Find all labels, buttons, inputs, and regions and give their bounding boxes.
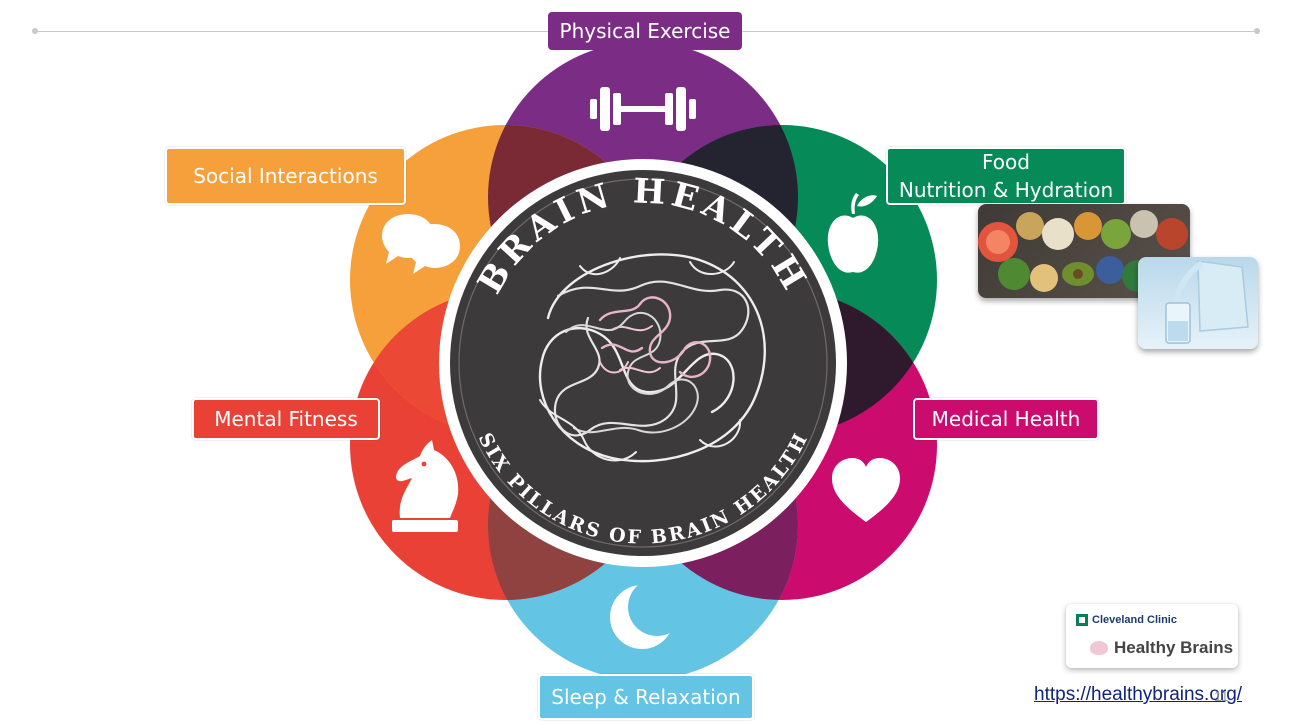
page-number: 11 bbox=[1214, 688, 1229, 704]
label-social-interactions-text: Social Interactions bbox=[193, 164, 378, 188]
center-badge bbox=[450, 170, 836, 556]
label-physical-exercise: Physical Exercise bbox=[548, 12, 742, 50]
brain-scribble-icon bbox=[538, 253, 766, 463]
water-photo bbox=[1138, 257, 1258, 349]
speech-bubbles-icon bbox=[382, 214, 460, 274]
logo-program-name: Healthy Brains bbox=[1114, 638, 1234, 657]
heart-icon bbox=[832, 458, 900, 522]
water-pitcher-image bbox=[1165, 260, 1249, 344]
label-medical-health-text: Medical Health bbox=[931, 407, 1081, 431]
cleveland-clinic-icon bbox=[1076, 614, 1088, 626]
label-sleep-relaxation-text: Sleep & Relaxation bbox=[551, 685, 741, 709]
divider-dot-left bbox=[32, 28, 38, 34]
label-mental-fitness: Mental Fitness bbox=[192, 398, 380, 440]
logo-org-name: Cleveland Clinic bbox=[1092, 614, 1177, 626]
cleveland-clinic-mark: Cleveland Clinic bbox=[1076, 614, 1177, 626]
apple-icon bbox=[827, 193, 879, 273]
chess-knight-icon bbox=[392, 440, 459, 532]
healthybrains-link[interactable]: https://healthybrains.org/ bbox=[1034, 684, 1243, 705]
label-physical-exercise-text: Physical Exercise bbox=[559, 19, 731, 43]
label-food: Food Nutrition & Hydration bbox=[886, 147, 1126, 205]
label-food-title: Food bbox=[982, 150, 1030, 174]
brain-logo-icon bbox=[1090, 641, 1108, 655]
label-food-subtitle: Nutrition & Hydration bbox=[898, 178, 1114, 202]
dumbbell-icon bbox=[590, 87, 696, 131]
label-social-interactions: Social Interactions bbox=[165, 147, 406, 205]
divider-dot-right bbox=[1254, 28, 1260, 34]
moon-icon bbox=[610, 578, 686, 649]
healthy-brains-mark: Healthy Brains bbox=[1090, 638, 1233, 658]
label-sleep-relaxation: Sleep & Relaxation bbox=[538, 674, 754, 720]
healthy-brains-logo: Cleveland Clinic Healthy Brains bbox=[1066, 604, 1238, 668]
label-mental-fitness-text: Mental Fitness bbox=[214, 407, 358, 431]
center-badge-inner-ring bbox=[458, 178, 828, 548]
label-medical-health: Medical Health bbox=[913, 398, 1099, 440]
